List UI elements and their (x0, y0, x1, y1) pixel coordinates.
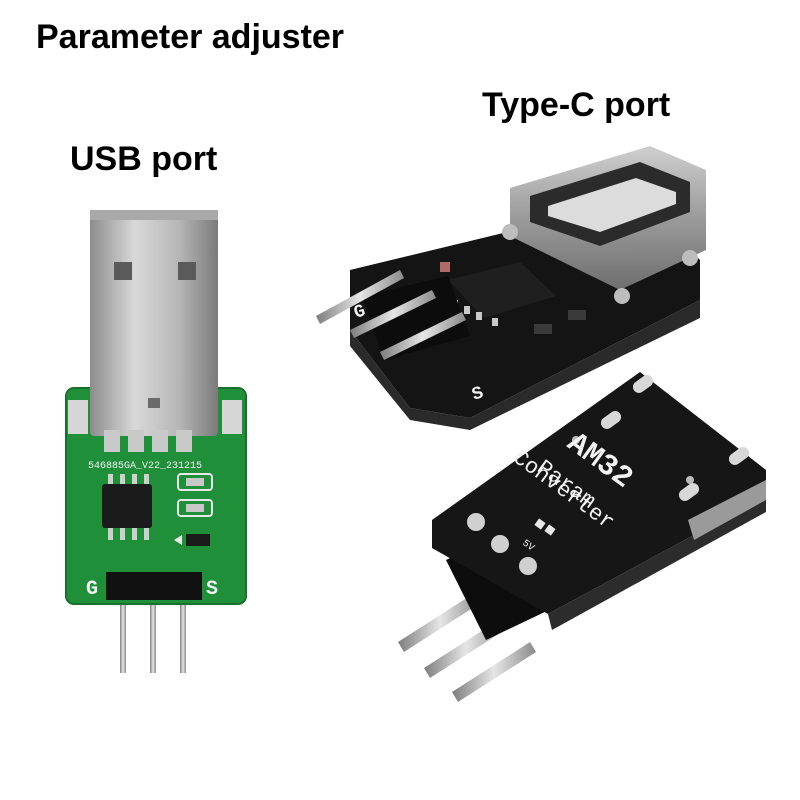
typec-adapter-board: G S (316, 146, 706, 430)
usb-pin-1 (120, 595, 126, 673)
usb-port-label: USB port (70, 140, 218, 178)
usb-adapter-board: 546885GA_V22_231215 G S (65, 210, 247, 673)
usb-ic-chip (102, 484, 152, 528)
typec-pin-1 (316, 270, 404, 324)
am32-pin-1 (398, 592, 482, 652)
am32-pin-3 (452, 642, 536, 702)
usb-shell-window-left (114, 262, 132, 280)
usb-pin-label-g: G (86, 578, 98, 601)
page-title: Parameter adjuster (36, 18, 345, 56)
usb-pin-2 (150, 595, 156, 673)
am32-pcb (432, 372, 766, 614)
typec-pin-3 (380, 312, 466, 360)
usb-shell-window-right (178, 262, 196, 280)
usb-pin-3 (180, 595, 186, 673)
am32-board-back: AM32 Param Converter 5V (398, 372, 766, 702)
typec-ic-chip (448, 262, 556, 318)
usb-serial-text: 546885GA_V22_231215 (88, 461, 202, 472)
usb-pin-label-s: S (206, 578, 218, 601)
typec-pin-2 (350, 290, 436, 338)
usb-diode (186, 534, 210, 546)
typec-port-label: Type-C port (482, 86, 671, 124)
